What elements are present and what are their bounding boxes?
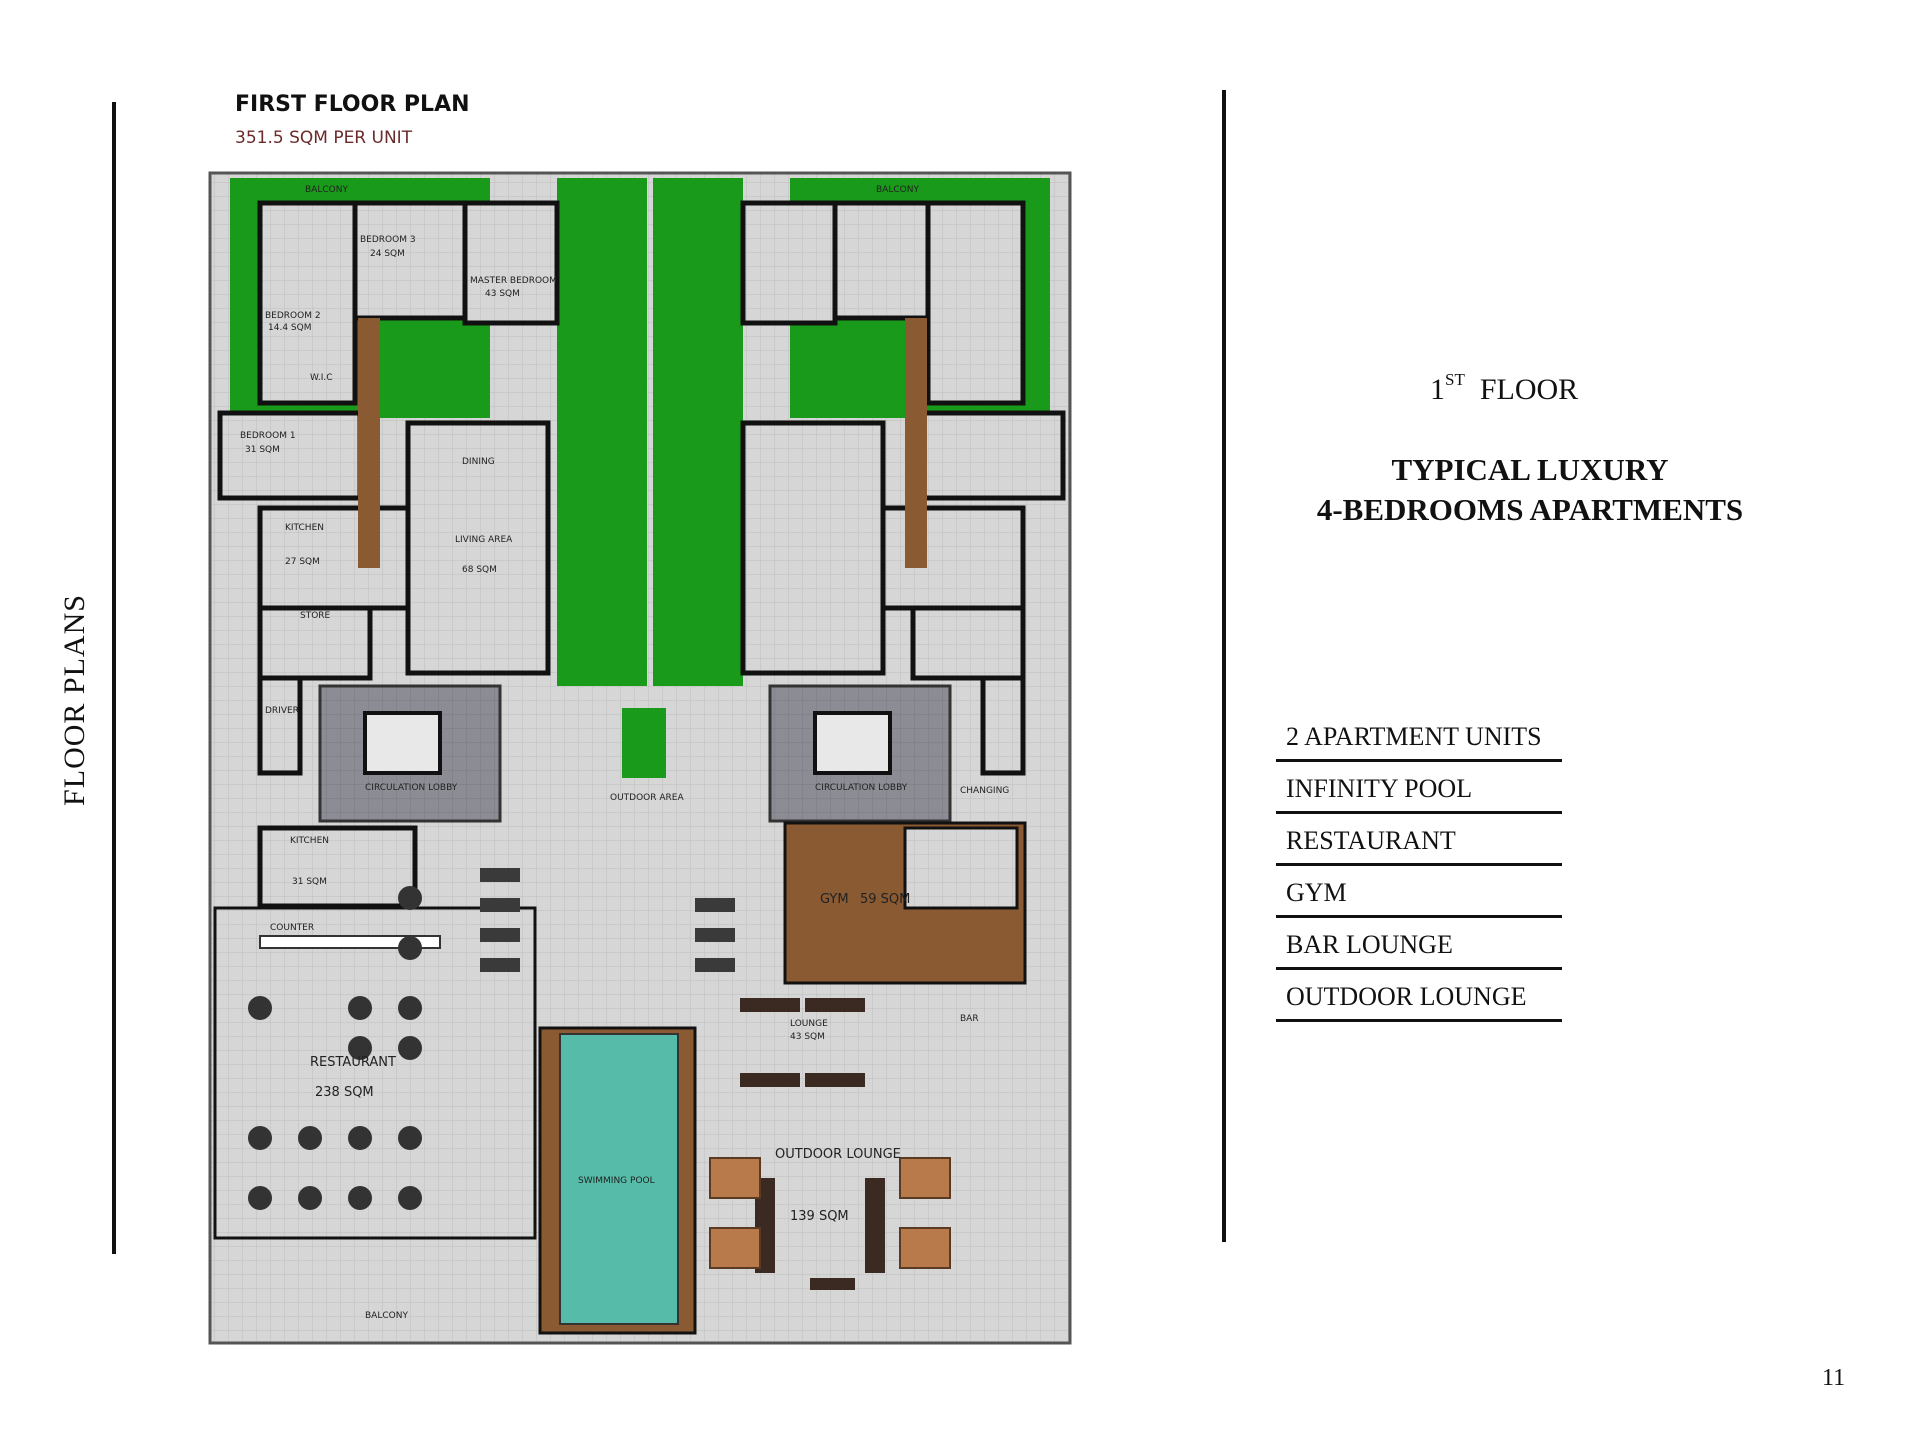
building-type-line-1: TYPICAL LUXURY <box>1391 452 1669 487</box>
green-strip-right <box>653 178 743 686</box>
features-list: 2 APARTMENT UNITS INFINITY POOL RESTAURA… <box>1276 712 1562 1024</box>
floor-ordinal-suffix: ST <box>1445 370 1465 389</box>
bedroom3-label: BEDROOM 3 <box>360 235 416 245</box>
feature-item: GYM <box>1276 868 1562 918</box>
living-area-label: LIVING AREA <box>455 535 513 545</box>
right-apartment-unit <box>740 200 1066 776</box>
restaurant-tables <box>248 886 422 1210</box>
driver-label: DRIVER <box>265 706 299 716</box>
plan-subtitle: 351.5 SQM PER UNIT <box>235 128 413 148</box>
wood-corridor-right <box>905 318 927 568</box>
counter-label: COUNTER <box>270 923 314 933</box>
kitchen-label: KITCHEN <box>285 523 324 533</box>
bedroom1-label: BEDROOM 1 <box>240 431 296 441</box>
master-bedroom-area: 43 SQM <box>485 289 520 299</box>
building-type-line-2: 4-BEDROOMS APARTMENTS <box>1316 492 1744 527</box>
outdoor-area-label: OUTDOOR AREA <box>610 793 684 803</box>
feature-item: OUTDOOR LOUNGE <box>1276 972 1562 1022</box>
bar-label: BAR <box>960 1014 979 1024</box>
feature-item: INFINITY POOL <box>1276 764 1562 814</box>
bedroom3-area: 24 SQM <box>370 249 405 259</box>
green-court <box>622 708 666 778</box>
lounge-label: LOUNGE <box>790 1019 828 1029</box>
floor-word: FLOOR <box>1479 373 1579 406</box>
right-divider-line <box>1222 90 1226 1242</box>
outdoor-lounge-chairs <box>709 1157 951 1269</box>
bedroom2-label: BEDROOM 2 <box>265 311 321 321</box>
lounge-area: 43 SQM <box>790 1032 825 1042</box>
wic-label: W.I.C <box>310 373 333 383</box>
circulation-lobby-left <box>318 684 502 823</box>
gym-area: 59 SQM <box>860 892 910 907</box>
kitchen2-label: KITCHEN <box>290 836 329 846</box>
bedroom2-area: 14.4 SQM <box>268 323 311 333</box>
gym-label: GYM <box>820 892 849 907</box>
balcony-label-right-top: BALCONY <box>876 185 919 195</box>
outdoor-lounge-label: OUTDOOR LOUNGE <box>775 1147 901 1162</box>
page-number: 11 <box>1822 1365 1846 1391</box>
circulation-lobby-label-left: CIRCULATION LOBBY <box>365 783 458 793</box>
floor-heading: 1ST FLOOR <box>1430 370 1578 407</box>
feature-item: RESTAURANT <box>1276 816 1562 866</box>
plan-title: FIRST FLOOR PLAN <box>235 92 470 117</box>
sunbeds <box>480 868 735 972</box>
floor-number: 1 <box>1430 373 1445 406</box>
master-bedroom-label: MASTER BEDROOM <box>470 276 557 286</box>
left-apartment-unit <box>217 200 560 909</box>
circulation-lobby-label-right: CIRCULATION LOBBY <box>815 783 908 793</box>
feature-item: BAR LOUNGE <box>1276 920 1562 970</box>
section-side-label: FLOOR PLANS <box>58 594 91 806</box>
restaurant-label: RESTAURANT <box>310 1055 396 1070</box>
swimming-pool-label: SWIMMING POOL <box>578 1176 655 1186</box>
outdoor-lounge-area: 139 SQM <box>790 1209 849 1224</box>
balcony-label-left-top: BALCONY <box>305 185 348 195</box>
feature-item: 2 APARTMENT UNITS <box>1276 712 1562 762</box>
balcony-label-bottom: BALCONY <box>365 1311 408 1321</box>
bedroom1-area: 31 SQM <box>245 445 280 455</box>
store-label: STORE <box>300 611 331 621</box>
dining-label: DINING <box>462 457 495 467</box>
changing-label: CHANGING <box>960 786 1009 796</box>
kitchen-area: 27 SQM <box>285 557 320 567</box>
restaurant-area: 238 SQM <box>315 1085 374 1100</box>
floor-plan-drawing: BALCONY BALCONY BALCONY BEDROOM 3 24 SQM… <box>200 168 1080 1378</box>
living-area-area: 68 SQM <box>462 565 497 575</box>
building-type-heading: TYPICAL LUXURY 4-BEDROOMS APARTMENTS <box>1300 450 1760 530</box>
wood-corridor-left <box>358 318 380 568</box>
left-divider-line <box>112 102 116 1254</box>
green-strip-left <box>557 178 647 686</box>
kitchen2-area: 31 SQM <box>292 877 327 887</box>
swimming-pool <box>559 1033 679 1325</box>
